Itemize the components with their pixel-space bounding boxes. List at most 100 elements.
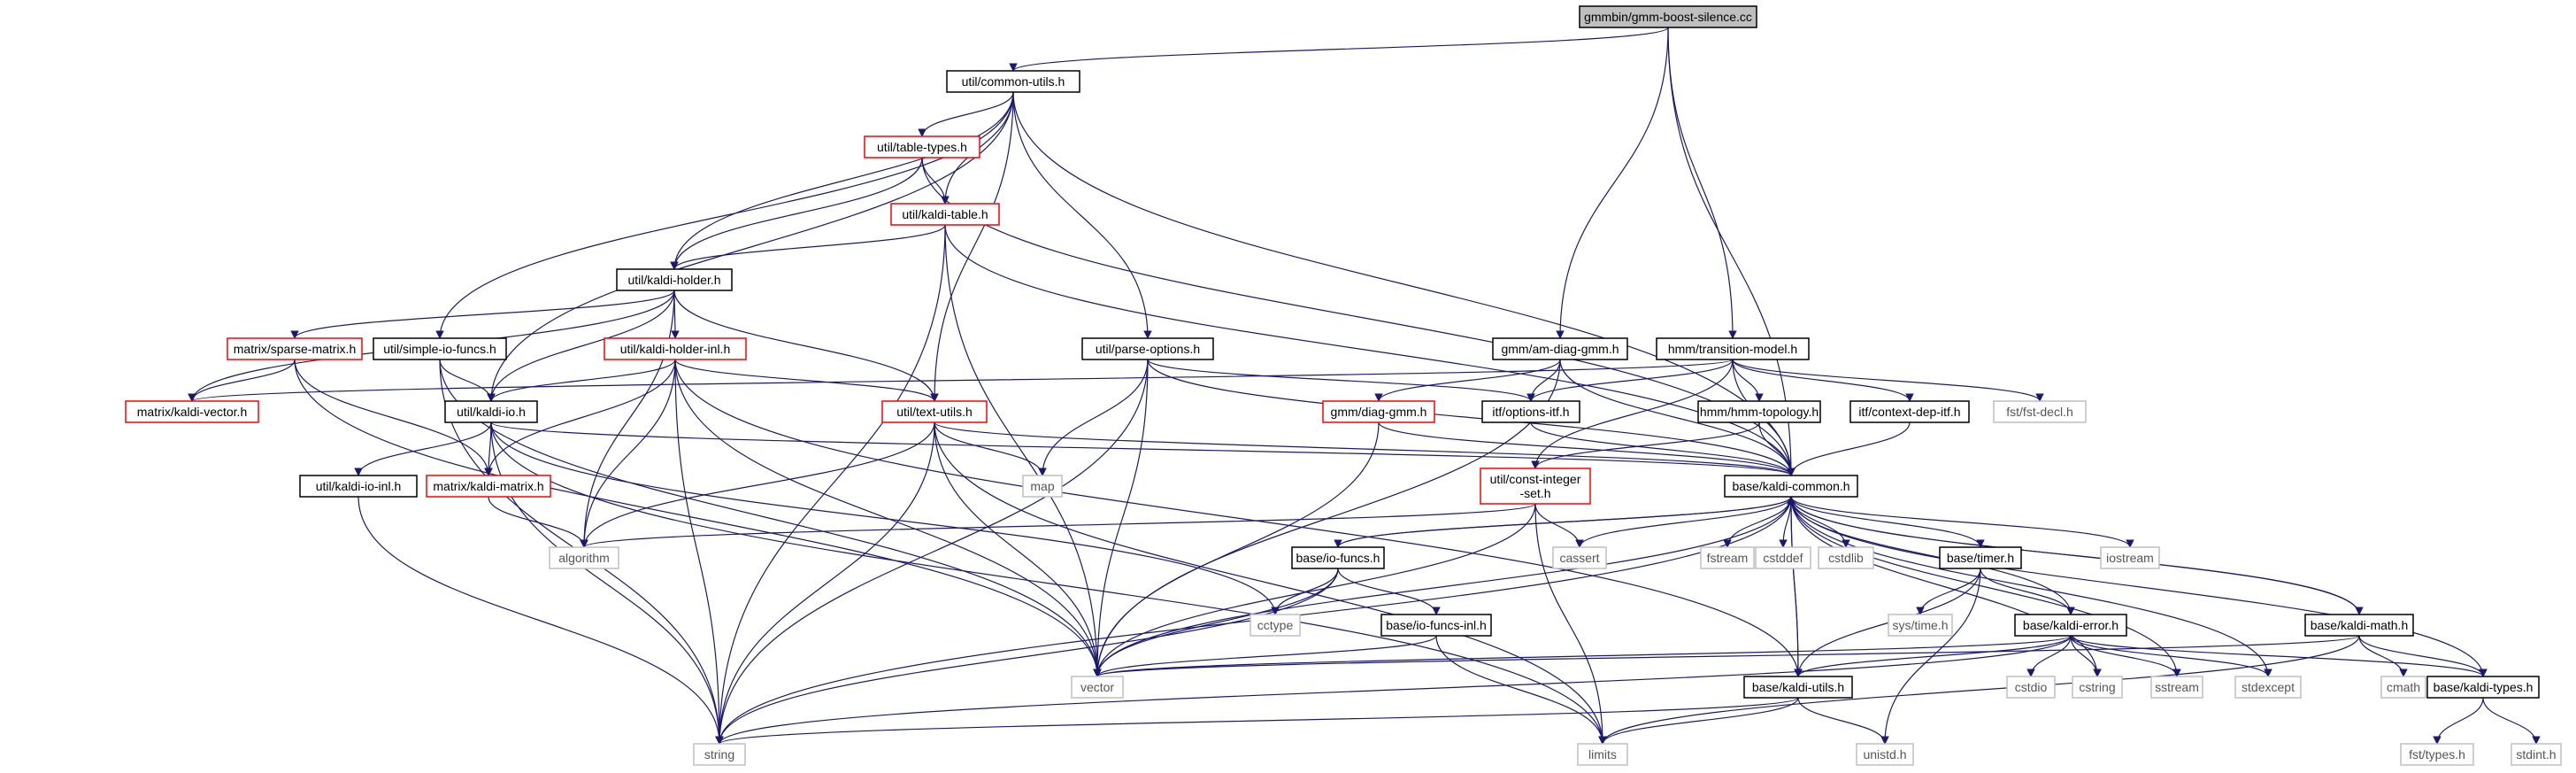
edge-util-table-types-h-to-base-kaldi-common-h	[921, 157, 1796, 476]
node-base-io-funcs-inl-h[interactable]: base/io-funcs-inl.h	[1380, 614, 1492, 637]
node-base-kaldi-error-h[interactable]: base/kaldi-error.h	[2014, 614, 2127, 637]
edge-gmm-diag-gmm-h-to-vector	[1093, 421, 1380, 677]
node-box	[125, 400, 259, 423]
node-stdint-h: stdint.h	[2511, 743, 2562, 766]
node-label: cstdlib	[1828, 551, 1864, 565]
node-util-kaldi-io-inl-h[interactable]: util/kaldi-io-inl.h	[299, 475, 418, 498]
edge-util-kaldi-holder-inl-h-to-vector	[674, 359, 1102, 677]
node-matrix-kaldi-vector-h[interactable]: matrix/kaldi-vector.h	[125, 400, 259, 423]
node-base-timer-h[interactable]: base/timer.h	[1939, 546, 2022, 569]
edge-util-parse-options-h-to-string	[715, 359, 1149, 745]
edge-hmm-hmm-topology-h-to-util-const-integer-set-h	[1531, 421, 1760, 469]
node-util-parse-options-h[interactable]: util/parse-options.h	[1081, 337, 1214, 360]
node-gmm-diag-gmm-h[interactable]: gmm/diag-gmm.h	[1322, 400, 1435, 423]
node-algorithm: algorithm	[549, 546, 619, 569]
node-string: string	[693, 743, 746, 766]
node-box	[864, 135, 980, 158]
node-util-table-types-h[interactable]: util/table-types.h	[864, 135, 980, 158]
node-box	[2072, 676, 2123, 699]
node-util-simple-io-funcs-h[interactable]: util/simple-io-funcs.h	[373, 337, 507, 360]
node-util-text-utils-h[interactable]: util/text-utils.h	[881, 400, 988, 423]
node-util-kaldi-holder-h[interactable]: util/kaldi-holder.h	[616, 268, 733, 291]
node-label: util/kaldi-io.h	[457, 405, 526, 419]
edge-util-kaldi-holder-inl-h-to-matrix-kaldi-matrix-h	[484, 359, 676, 476]
node-cstdlib: cstdlib	[1818, 546, 1874, 569]
node-label: util/parse-options.h	[1096, 342, 1200, 356]
node-base-kaldi-types-h[interactable]: base/kaldi-types.h	[2426, 676, 2540, 699]
edge-util-kaldi-io-h-to-limits	[490, 421, 1607, 745]
node-base-io-funcs-h[interactable]: base/io-funcs.h	[1291, 546, 1385, 569]
node-itf-context-dep-itf-h[interactable]: itf/context-dep-itf.h	[1849, 400, 1970, 423]
edge-hmm-transition-model-h-to-util-const-integer-set-h	[1531, 359, 1734, 469]
node-util-kaldi-holder-inl-h[interactable]: util/kaldi-holder-inl.h	[604, 337, 747, 360]
edge-util-kaldi-io-inl-h-to-string	[358, 496, 724, 745]
node-label: base/kaldi-math.h	[2311, 618, 2409, 632]
node-label: util/kaldi-holder.h	[627, 273, 720, 287]
node-gmm-am-diag-gmm-h[interactable]: gmm/am-diag-gmm.h	[1492, 337, 1628, 360]
node-box	[1492, 337, 1628, 360]
node-cctype: cctype	[1250, 614, 1301, 637]
node-label: util/text-utils.h	[896, 405, 973, 419]
node-util-common-utils-h[interactable]: util/common-utils.h	[946, 70, 1080, 93]
node-label: cmath	[2387, 680, 2420, 694]
edge-base-kaldi-math-h-to-cmath	[2358, 635, 2408, 677]
node-box	[299, 475, 418, 498]
edge-base-kaldi-utils-h-to-string	[715, 697, 1799, 745]
edge-itf-context-dep-itf-h-to-base-kaldi-common-h	[1787, 421, 1911, 476]
node-itf-options-itf-h[interactable]: itf/options-itf.h	[1481, 400, 1580, 423]
node-util-kaldi-io-h[interactable]: util/kaldi-io.h	[444, 400, 538, 423]
edge-util-kaldi-io-h-to-string	[490, 421, 724, 745]
edge-gmmbin-gmm-boost-silence-cc-to-util-common-utils-h	[1009, 27, 1669, 72]
node-label: algorithm	[558, 551, 610, 565]
edge-util-const-integer-set-h-to-vector	[1093, 503, 1536, 677]
node-box	[1579, 5, 1757, 28]
edge-util-const-integer-set-h-to-cassert	[1534, 503, 1584, 548]
node-label: itf/options-itf.h	[1492, 405, 1569, 419]
edge-base-kaldi-utils-h-to-limits	[1598, 697, 1799, 745]
node-label: gmmbin/gmm-boost-silence.cc	[1584, 10, 1752, 24]
node-label: cctype	[1257, 618, 1294, 632]
edge-hmm-transition-model-h-to-hmm-hmm-topology-h	[1732, 359, 1764, 402]
node-box	[2014, 614, 2127, 637]
edge-base-kaldi-math-h-to-base-kaldi-types-h	[2358, 635, 2488, 677]
node-base-kaldi-utils-h[interactable]: base/kaldi-utils.h	[1743, 676, 1853, 699]
edge-util-kaldi-io-h-to-util-kaldi-io-inl-h	[354, 421, 492, 476]
edge-itf-options-itf-h-to-base-kaldi-common-h	[1530, 421, 1796, 476]
edge-util-kaldi-table-h-to-vector	[944, 224, 1102, 677]
node-label: base/kaldi-types.h	[2434, 680, 2534, 694]
node-cassert: cassert	[1552, 546, 1607, 569]
node-stdexcept: stdexcept	[2234, 676, 2302, 699]
edge-base-kaldi-error-h-to-vector	[1093, 635, 2072, 677]
node-matrix-sparse-matrix-h[interactable]: matrix/sparse-matrix.h	[227, 337, 363, 360]
edge-util-kaldi-table-h-to-string	[715, 224, 946, 745]
node-hmm-transition-model-h[interactable]: hmm/transition-model.h	[1656, 337, 1810, 360]
node-cstdio: cstdio	[2006, 676, 2056, 699]
edge-util-text-utils-h-to-base-kaldi-common-h	[934, 421, 1796, 476]
edge-util-kaldi-holder-inl-h-to-util-text-utils-h	[674, 359, 939, 402]
node-box	[2304, 614, 2414, 637]
node-label: cstddef	[1763, 551, 1803, 565]
node-label: base/kaldi-error.h	[2023, 618, 2118, 632]
edge-gmm-am-diag-gmm-h-to-gmm-diag-gmm-h	[1374, 359, 1561, 402]
edge-base-kaldi-utils-h-to-base-kaldi-common-h	[1787, 496, 1799, 677]
edge-base-kaldi-math-h-to-limits	[1598, 635, 2360, 745]
edge-base-io-funcs-inl-h-to-limits	[1435, 635, 1607, 745]
edge-base-kaldi-error-h-to-stdexcept	[2070, 635, 2272, 677]
node-base-kaldi-common-h[interactable]: base/kaldi-common.h	[1724, 475, 1858, 498]
node-box	[946, 70, 1080, 93]
node-base-kaldi-math-h[interactable]: base/kaldi-math.h	[2304, 614, 2414, 637]
node-util-const-integer-set-h[interactable]: util/const-integer-set.h	[1480, 468, 1591, 505]
node-label: unistd.h	[1863, 747, 1906, 761]
node-matrix-kaldi-matrix-h[interactable]: matrix/kaldi-matrix.h	[426, 475, 551, 498]
node-hmm-hmm-topology-h[interactable]: hmm/hmm-topology.h	[1697, 400, 1821, 423]
edge-base-io-funcs-inl-h-to-vector	[1093, 635, 1437, 677]
node-label: cstring	[2079, 680, 2115, 694]
node-util-kaldi-table-h[interactable]: util/kaldi-table.h	[890, 203, 1000, 226]
edge-base-kaldi-types-h-to-fst-types-h	[2433, 697, 2484, 745]
edge-base-kaldi-common-h-to-sstream	[1790, 496, 2181, 677]
node-box	[2380, 676, 2426, 699]
edge-base-kaldi-utils-h-to-unistd-h	[1797, 697, 1889, 745]
node-gmmbin-gmm-boost-silence-cc[interactable]: gmmbin/gmm-boost-silence.cc	[1579, 5, 1757, 28]
node-label: util/common-utils.h	[962, 74, 1065, 89]
